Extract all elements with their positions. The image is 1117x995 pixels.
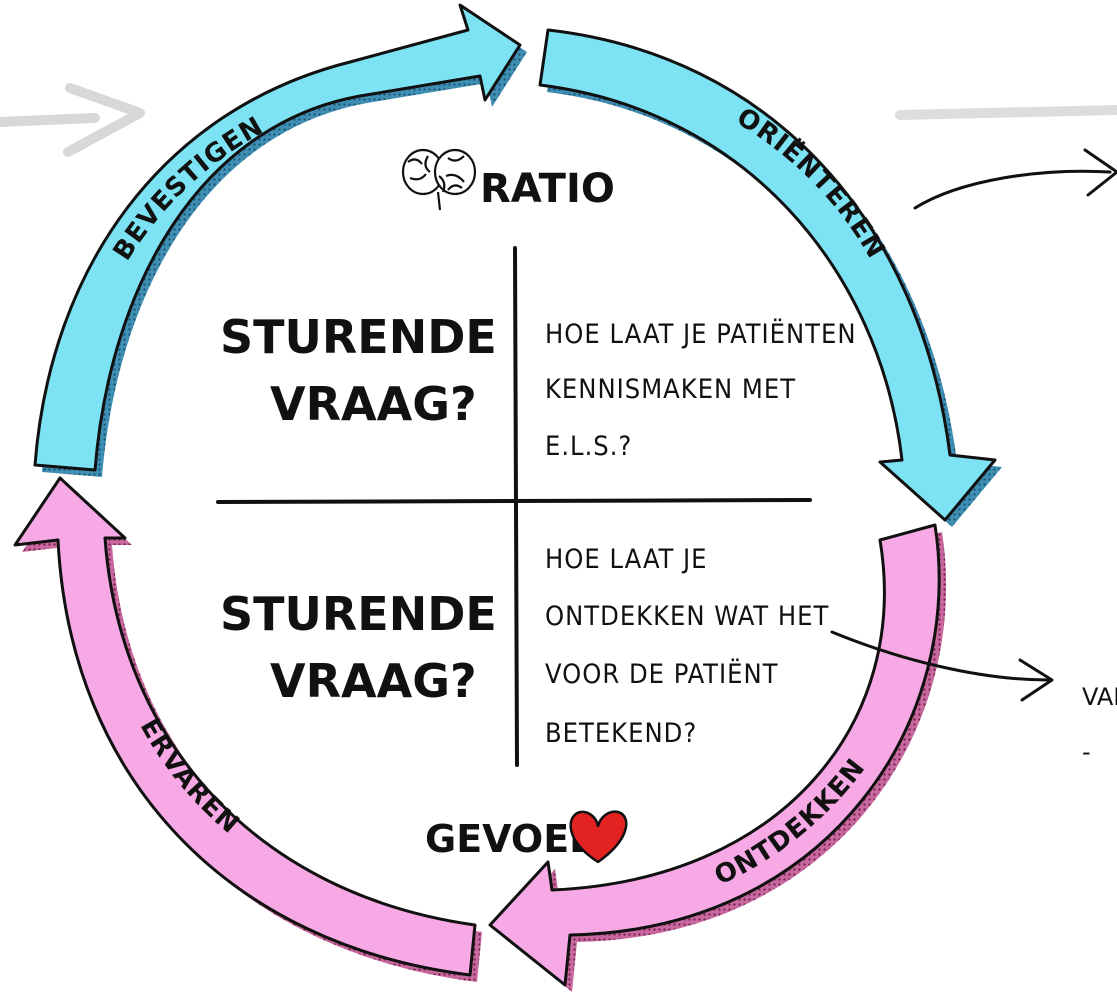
quadrant-bottom-right-line4: BETEKEND? [545,718,697,749]
quadrant-top-right-line3: E.L.S.? [545,431,632,462]
quadrant-bottom-left-line2: VRAAG? [270,654,477,708]
axis-top-label: RATIO [480,166,615,212]
quadrant-top-left-line1: STURENDE [220,310,497,364]
brain-icon [401,148,477,211]
quadrant-bottom-left-line1: STURENDE [220,587,497,641]
quadrant-bottom-right-line1: HOE LAAT JE [545,544,708,575]
arrow-orienteren [538,28,1002,527]
grey-sketch-line-right [895,105,1117,120]
vertical-axis [513,246,519,767]
label-orienteren: ORIËNTEREN [731,102,891,264]
arrow-ontdekken [488,523,947,992]
horizontal-axis [216,498,812,504]
arrow-ervaren [13,476,482,982]
quadrant-top-right-line1: HOE LAAT JE PATIËNTEN [545,318,857,350]
quadrant-top-left-line2: VRAAG? [270,377,477,431]
axis-bottom-label: GEVOEL [425,817,593,861]
side-note-line2: - [1082,738,1091,766]
pointer-arrow-bottom-right [830,630,1054,702]
grey-sketch-arrow-left [0,83,145,157]
pointer-arrow-top-right [913,148,1117,210]
quadrant-top-right-line2: KENNISMAKEN MET [545,374,796,405]
heart-icon [569,810,628,864]
side-note-line1: VAN [1082,683,1117,711]
quadrant-bottom-right-line2: ONTDEKKEN WAT HET [545,601,829,632]
label-bevestigen: BEVESTIGEN [108,111,269,266]
arrow-bevestigen [33,3,527,477]
quadrant-bottom-right-line3: VOOR DE PATIËNT [545,658,779,690]
